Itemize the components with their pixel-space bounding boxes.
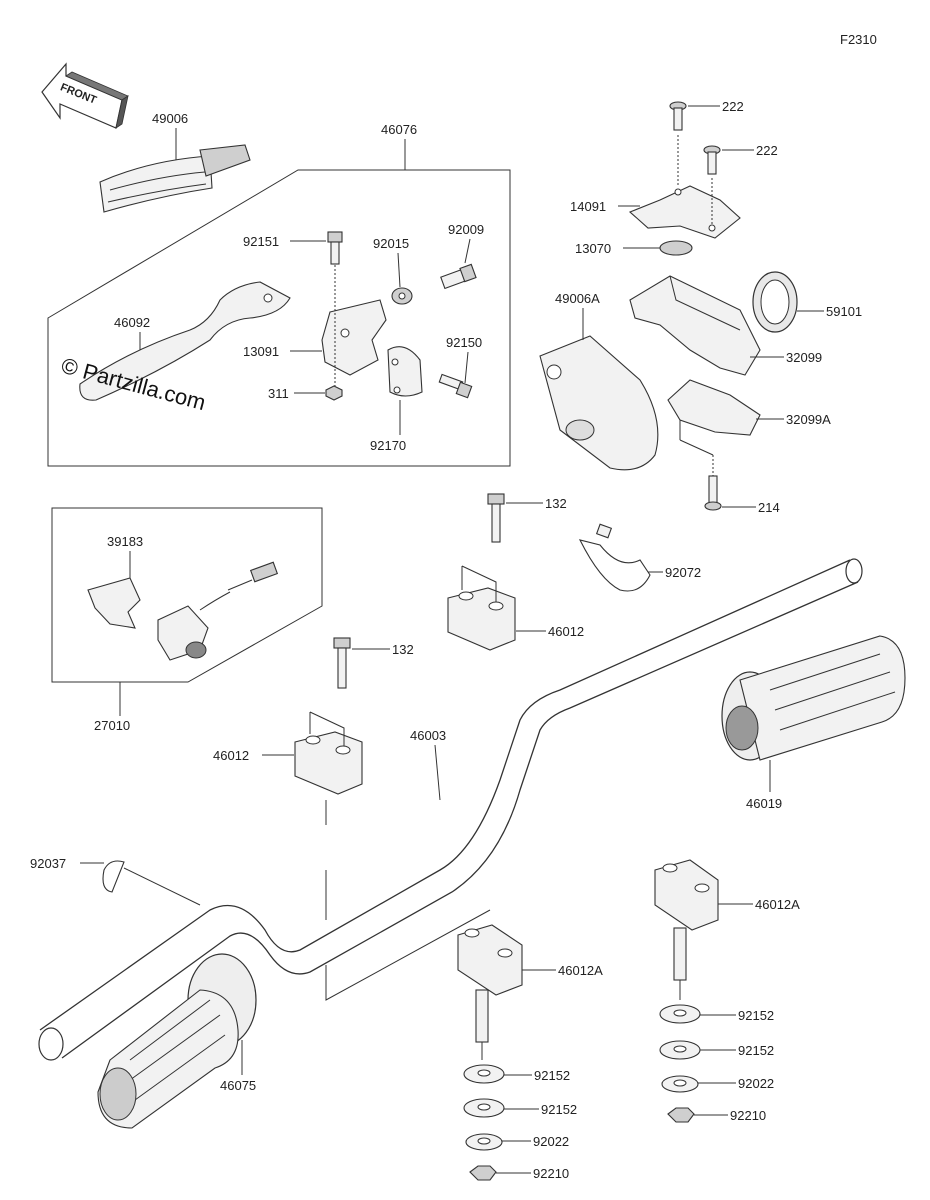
label-46019: 46019 [746, 796, 782, 811]
handlebar-46003 [38, 558, 863, 1061]
label-92152-a: 92152 [534, 1068, 570, 1083]
label-222-b: 222 [756, 143, 778, 158]
clutch-lever-46092 [79, 281, 291, 401]
label-14091: 14091 [570, 199, 606, 214]
label-214: 214 [758, 500, 780, 515]
adjuster-92009 [440, 263, 477, 290]
label-39183: 39183 [107, 534, 143, 549]
label-92152-c: 92152 [738, 1008, 774, 1023]
bolt-92150 [438, 373, 473, 399]
label-32099A: 32099A [786, 412, 831, 427]
throttle-housing-32099 [629, 275, 761, 376]
label-13091: 13091 [243, 344, 279, 359]
left-grip-46075 [97, 953, 257, 1129]
label-46012-a: 46012 [548, 624, 584, 639]
clip-92037 [102, 860, 125, 893]
cable-band-92072 [578, 523, 651, 592]
handlebar-holder-46012A-left [457, 924, 523, 1043]
washer-92022-a [465, 1133, 503, 1151]
switch-clamp-39183 [87, 577, 141, 629]
clamp-92170 [387, 346, 423, 397]
label-46012-b: 46012 [213, 748, 249, 763]
label-92152-b: 92152 [541, 1102, 577, 1117]
label-46075: 46075 [220, 1078, 256, 1093]
label-92151: 92151 [243, 234, 279, 249]
washer-92022-b [661, 1075, 699, 1093]
assembly-box-46076 [47, 169, 511, 467]
assembly-box-27010 [51, 507, 323, 683]
right-grip-46019 [721, 635, 906, 761]
label-32099: 32099 [786, 350, 822, 365]
label-49006A: 49006A [555, 291, 600, 306]
handlebar-holder-46012A-right [654, 859, 719, 981]
handlebar-holder-46012-b [294, 731, 363, 795]
washer-92152-b [463, 1098, 505, 1118]
label-92170: 92170 [370, 438, 406, 453]
lever-bracket-13091 [321, 299, 387, 376]
washer-92152-d [659, 1040, 701, 1060]
front-arrow-icon: FRONT [41, 62, 129, 129]
label-92022-a: 92022 [533, 1134, 569, 1149]
label-222-a: 222 [722, 99, 744, 114]
screw-222-a [669, 101, 687, 131]
label-46092: 46092 [114, 315, 150, 330]
label-49006: 49006 [152, 111, 188, 126]
kill-switch [157, 591, 231, 661]
label-92210-a: 92210 [533, 1166, 569, 1181]
label-13070: 13070 [575, 241, 611, 256]
bolt-132-a [487, 493, 505, 543]
throttle-cover-49006A [539, 335, 659, 471]
nut-92210-b [667, 1107, 695, 1123]
label-46012A-left: 46012A [558, 963, 603, 978]
label-46012A-right: 46012A [755, 897, 800, 912]
label-92022-b: 92022 [738, 1076, 774, 1091]
label-46003: 46003 [410, 728, 446, 743]
label-132-a: 132 [545, 496, 567, 511]
label-92037: 92037 [30, 856, 66, 871]
label-92152-d: 92152 [738, 1043, 774, 1058]
bolt-92151 [327, 231, 343, 265]
figure-code: F2310 [840, 32, 877, 47]
label-92015: 92015 [373, 236, 409, 251]
grip-ring-59101 [752, 271, 798, 333]
label-46076: 46076 [381, 122, 417, 137]
bolt-132-b [333, 637, 351, 689]
switch-connector [227, 561, 279, 591]
pulley-13070 [659, 240, 693, 256]
label-92072: 92072 [665, 565, 701, 580]
nut-92015 [391, 287, 413, 305]
nut-311 [325, 385, 343, 401]
washer-92152-c [659, 1004, 701, 1024]
label-27010: 27010 [94, 718, 130, 733]
label-92009: 92009 [448, 222, 484, 237]
throttle-housing-32099A [667, 379, 761, 436]
lever-cover-49006 [99, 144, 251, 213]
handlebar-holder-46012-a [447, 587, 516, 651]
label-132-b: 132 [392, 642, 414, 657]
cable-guide-14091 [628, 185, 741, 239]
screw-222-b [703, 145, 721, 175]
washer-92152-a [463, 1064, 505, 1084]
nut-92210-a [469, 1165, 497, 1181]
label-92150: 92150 [446, 335, 482, 350]
label-59101: 59101 [826, 304, 862, 319]
screw-214 [704, 475, 722, 511]
label-92210-b: 92210 [730, 1108, 766, 1123]
label-311: 311 [268, 386, 289, 401]
